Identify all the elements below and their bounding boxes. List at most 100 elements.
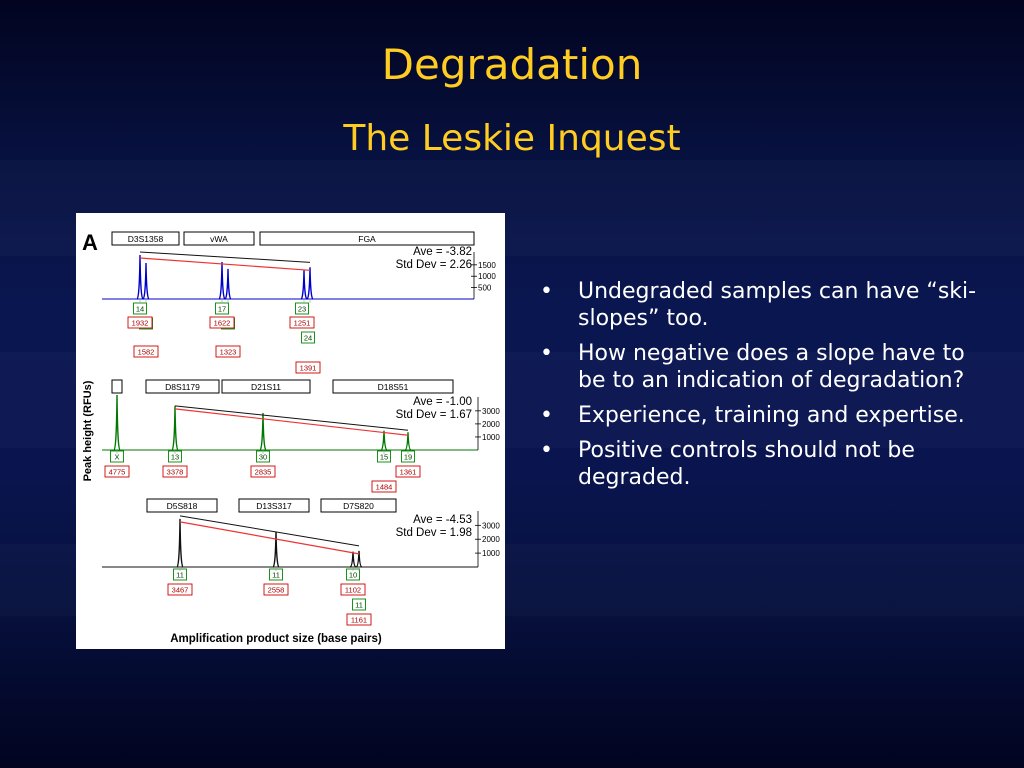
y-tick-label: 2000 <box>482 535 500 544</box>
height-box <box>133 345 159 358</box>
locus-box <box>183 231 255 246</box>
allele-label: 11 <box>355 601 363 610</box>
locus-label: FGA <box>358 234 376 244</box>
locus-box <box>221 379 311 394</box>
bullet-item: •How negative does a slope have to be to… <box>540 340 990 394</box>
allele-label: 19 <box>404 453 412 462</box>
height-box <box>127 316 153 329</box>
allele-label: 23 <box>298 305 306 314</box>
peak <box>176 518 184 568</box>
locus-box <box>259 231 475 246</box>
height-box <box>263 583 289 596</box>
height-label: 1582 <box>138 348 155 357</box>
height-label: 4775 <box>109 468 126 477</box>
peak <box>136 254 144 300</box>
allele-label: 15 <box>380 453 388 462</box>
stats-label: Std Dev = 1.67 <box>396 409 472 421</box>
locus-box <box>238 498 310 513</box>
locus-label: D5S818 <box>167 501 198 511</box>
peak <box>171 405 179 451</box>
locus-label: D3S1358 <box>128 234 164 244</box>
bullet-dot-icon: • <box>540 341 553 366</box>
height-label: 1391 <box>300 364 317 373</box>
allele-box <box>301 331 315 344</box>
height-label: 2558 <box>268 586 285 595</box>
stats-label: Std Dev = 1.98 <box>396 527 472 539</box>
y-tick-label: 1000 <box>478 272 496 281</box>
bullet-dot-icon: • <box>540 279 553 304</box>
stats-label: Ave = -1.00 <box>413 396 472 408</box>
locus-box <box>111 379 123 394</box>
allele-label: 11 <box>272 571 280 580</box>
bullet-text: Undegraded samples can have “ski-slopes”… <box>578 279 977 331</box>
height-box <box>209 316 235 329</box>
peak <box>218 262 226 300</box>
locus-label: vWA <box>210 234 228 244</box>
height-label: 1932 <box>132 319 149 328</box>
height-box <box>395 465 421 478</box>
slide-subtitle: The Leskie Inquest <box>343 118 681 159</box>
height-box <box>340 583 366 596</box>
height-label: 3378 <box>167 468 184 477</box>
x-axis-label: Amplification product size (base pairs) <box>170 633 382 645</box>
height-label: 1484 <box>376 483 393 492</box>
height-box <box>289 316 315 329</box>
locus-label: D13S317 <box>256 501 292 511</box>
stats-label: Ave = -4.53 <box>413 514 472 526</box>
trend-line <box>174 405 409 431</box>
height-label: 1622 <box>214 319 231 328</box>
height-label: 2835 <box>255 468 272 477</box>
fit-line <box>139 257 311 271</box>
locus-box <box>145 379 220 394</box>
allele-label: 30 <box>259 453 267 462</box>
peak <box>272 531 280 568</box>
height-label: 1361 <box>400 468 417 477</box>
bullet-list: • Undegraded samples can have “ski-slopes… <box>540 278 990 499</box>
height-box <box>250 465 276 478</box>
y-tick-label: 1000 <box>482 549 500 558</box>
peak <box>349 551 357 568</box>
y-tick-label: 3000 <box>482 407 500 416</box>
bullet-dot-icon: • <box>540 438 553 463</box>
fit-line <box>179 521 360 555</box>
peak <box>300 270 308 300</box>
allele-label: 13 <box>171 453 179 462</box>
allele-label: 17 <box>218 305 226 314</box>
y-tick-label: 500 <box>478 284 492 293</box>
allele-box <box>295 302 309 315</box>
peak <box>224 268 232 300</box>
y-tick-label: 1500 <box>478 261 496 270</box>
height-label: 1161 <box>351 616 367 625</box>
bullet-item: •Experience, training and expertise. <box>540 402 990 429</box>
height-box <box>215 345 241 358</box>
y-tick-label: 1000 <box>482 433 500 442</box>
height-box <box>167 583 193 596</box>
height-box <box>371 480 397 493</box>
slide-title: Degradation <box>381 40 643 89</box>
peak <box>142 262 150 300</box>
allele-box <box>352 598 366 611</box>
height-label: 1102 <box>345 586 361 595</box>
peak <box>306 267 314 300</box>
peak <box>113 394 121 451</box>
y-axis-label: Peak height (RFUs) <box>82 380 94 481</box>
trend-line <box>139 251 311 263</box>
locus-box <box>111 231 180 246</box>
height-box <box>346 613 372 626</box>
stats-label: Std Dev = 2.26 <box>396 259 472 271</box>
peak <box>380 430 388 451</box>
stats-label: Ave = -3.82 <box>413 246 472 258</box>
locus-label: D21S11 <box>251 382 281 392</box>
height-label: 1251 <box>294 319 311 328</box>
allele-label: 14 <box>136 305 144 314</box>
y-tick-label: 3000 <box>482 521 500 530</box>
locus-label: D7S820 <box>343 501 374 511</box>
height-label: 1323 <box>220 348 237 357</box>
bullet-text: Experience, training and expertise. <box>578 403 965 428</box>
peak <box>404 432 412 451</box>
y-tick-label: 2000 <box>482 420 500 429</box>
bullet-text: Positive controls should not be degraded… <box>578 438 915 490</box>
allele-label: 10 <box>349 571 357 580</box>
locus-label: D18S51 <box>378 382 409 392</box>
